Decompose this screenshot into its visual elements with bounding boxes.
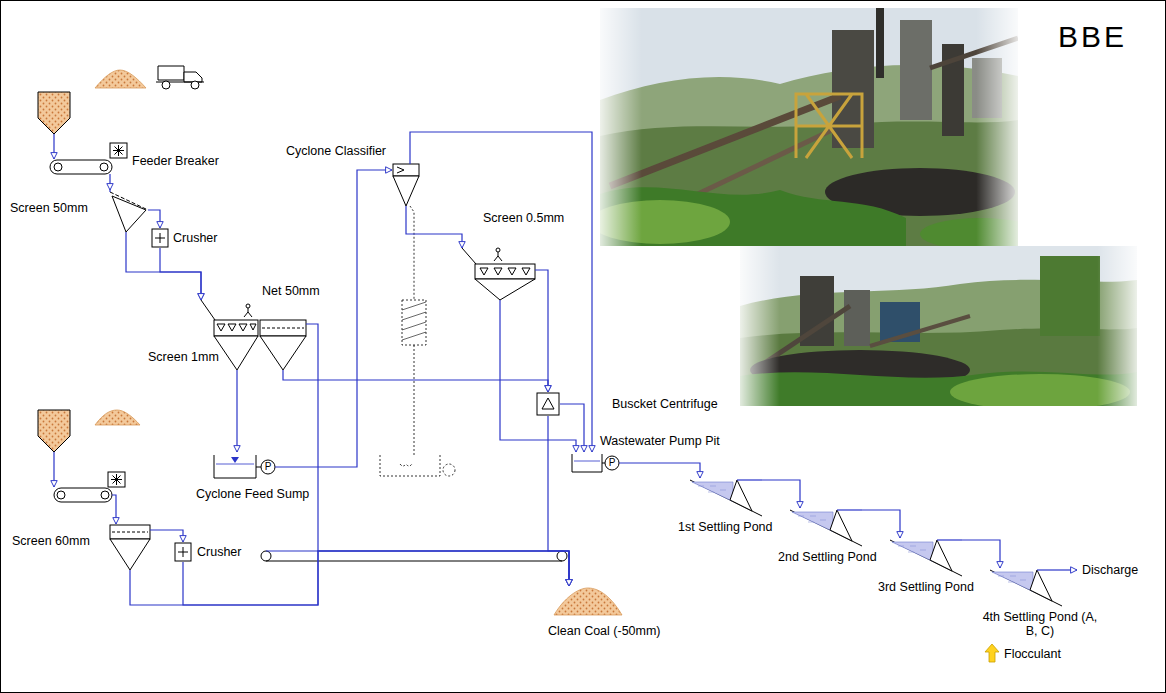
plant-photo xyxy=(600,8,1018,246)
flow-line xyxy=(548,416,569,586)
equipment-label: Crusher xyxy=(197,545,241,559)
flow-line xyxy=(538,270,548,392)
equipment-symbol xyxy=(690,478,762,516)
standby-cyclone-line xyxy=(380,206,455,476)
dump-truck xyxy=(156,66,204,89)
settling-pond: 2nd Settling Pond xyxy=(790,508,862,546)
pump-mark: P xyxy=(265,462,272,472)
plant-photo xyxy=(740,246,1137,406)
screen: Screen 1mm xyxy=(198,300,260,372)
equipment-label: Cyclone Feed Sump xyxy=(196,487,309,501)
flow-line xyxy=(962,540,1000,568)
flow-line xyxy=(620,463,700,478)
settling-pond: 4th Settling Pond (A, B, C) xyxy=(990,568,1062,606)
equipment-label: 2nd Settling Pond xyxy=(778,550,877,564)
flow-line xyxy=(183,551,569,605)
flow-line xyxy=(862,510,900,538)
flow-line xyxy=(276,170,392,467)
equipment-symbol xyxy=(790,508,862,546)
flow-line xyxy=(236,372,237,452)
flow-line xyxy=(109,178,110,190)
pump-mark: P xyxy=(609,458,616,468)
flow-line xyxy=(762,480,800,508)
flow-line xyxy=(410,132,592,452)
equipment-label: 3rd Settling Pond xyxy=(878,580,974,594)
crusher: Crusher xyxy=(151,228,169,248)
equipment-label: Net 50mm xyxy=(262,284,320,298)
equipment-label: Clean Coal (-50mm) xyxy=(548,624,661,638)
diagram-title: BBE xyxy=(1058,20,1127,54)
flocculant-arrow xyxy=(985,644,999,662)
equipment-symbol xyxy=(151,228,169,248)
equipment-symbol xyxy=(174,542,192,562)
centrifuge: Buscket Centrifuge xyxy=(536,392,560,416)
equipment-label: Buscket Centrifuge xyxy=(612,397,718,411)
equipment-label: Crusher xyxy=(173,231,217,245)
coal-pile xyxy=(95,70,146,425)
equipment-label: 1st Settling Pond xyxy=(678,520,773,534)
equipment-label: Feeder Breaker xyxy=(132,154,219,168)
equipment-label: Screen 60mm xyxy=(12,534,90,548)
equipment-symbol xyxy=(110,522,152,574)
flow-line xyxy=(560,404,584,452)
equipment-symbol xyxy=(108,190,150,234)
equipment-symbol xyxy=(458,248,538,302)
equipment-label: Screen 1mm xyxy=(148,350,219,364)
feeder-breaker: Feeder Breaker xyxy=(50,142,128,178)
flow-line xyxy=(283,372,548,392)
equipment-symbol xyxy=(536,392,560,416)
flow-line xyxy=(150,210,160,228)
screen: Screen 60mm xyxy=(110,522,152,574)
product-pile: Clean Coal (-50mm) xyxy=(552,586,624,616)
equipment-label: Wastewater Pump Pit xyxy=(600,434,720,448)
cyclone: Cyclone Classifier xyxy=(392,160,420,208)
equipment-label: Screen 50mm xyxy=(10,201,88,215)
note-label: Flocculant xyxy=(1004,647,1061,661)
flow-line xyxy=(130,551,569,605)
equipment-symbol xyxy=(50,142,128,178)
equipment-label: Cyclone Classifier xyxy=(286,144,386,158)
feed-arrow xyxy=(54,134,1077,570)
screen: Net 50mm xyxy=(260,300,308,372)
flow-line xyxy=(152,530,183,542)
flow-line xyxy=(500,302,576,452)
equipment-symbol xyxy=(260,300,308,372)
screen: Screen 50mm xyxy=(108,190,150,234)
note-label: Discharge xyxy=(1082,563,1138,577)
hatch-mark xyxy=(402,302,426,340)
flow-line xyxy=(160,248,201,300)
equipment-symbol xyxy=(890,538,962,576)
flow-line xyxy=(406,208,462,248)
crusher: Crusher xyxy=(174,542,192,562)
equipment-label: Screen 0.5mm xyxy=(483,211,564,225)
equipment-symbol xyxy=(990,568,1062,606)
feeder-breaker-symbol xyxy=(54,472,125,502)
screen: Screen 0.5mm xyxy=(458,248,538,302)
equipment-label: 4th Settling Pond (A, B, C) xyxy=(978,610,1102,638)
settling-pond: 3rd Settling Pond xyxy=(890,538,962,576)
flow-line xyxy=(308,324,569,586)
belt-conveyor xyxy=(261,551,567,561)
settling-pond: 1st Settling Pond xyxy=(690,478,762,516)
equipment-symbol xyxy=(552,586,624,616)
feed-hopper xyxy=(38,92,70,452)
equipment-symbol xyxy=(392,160,420,208)
